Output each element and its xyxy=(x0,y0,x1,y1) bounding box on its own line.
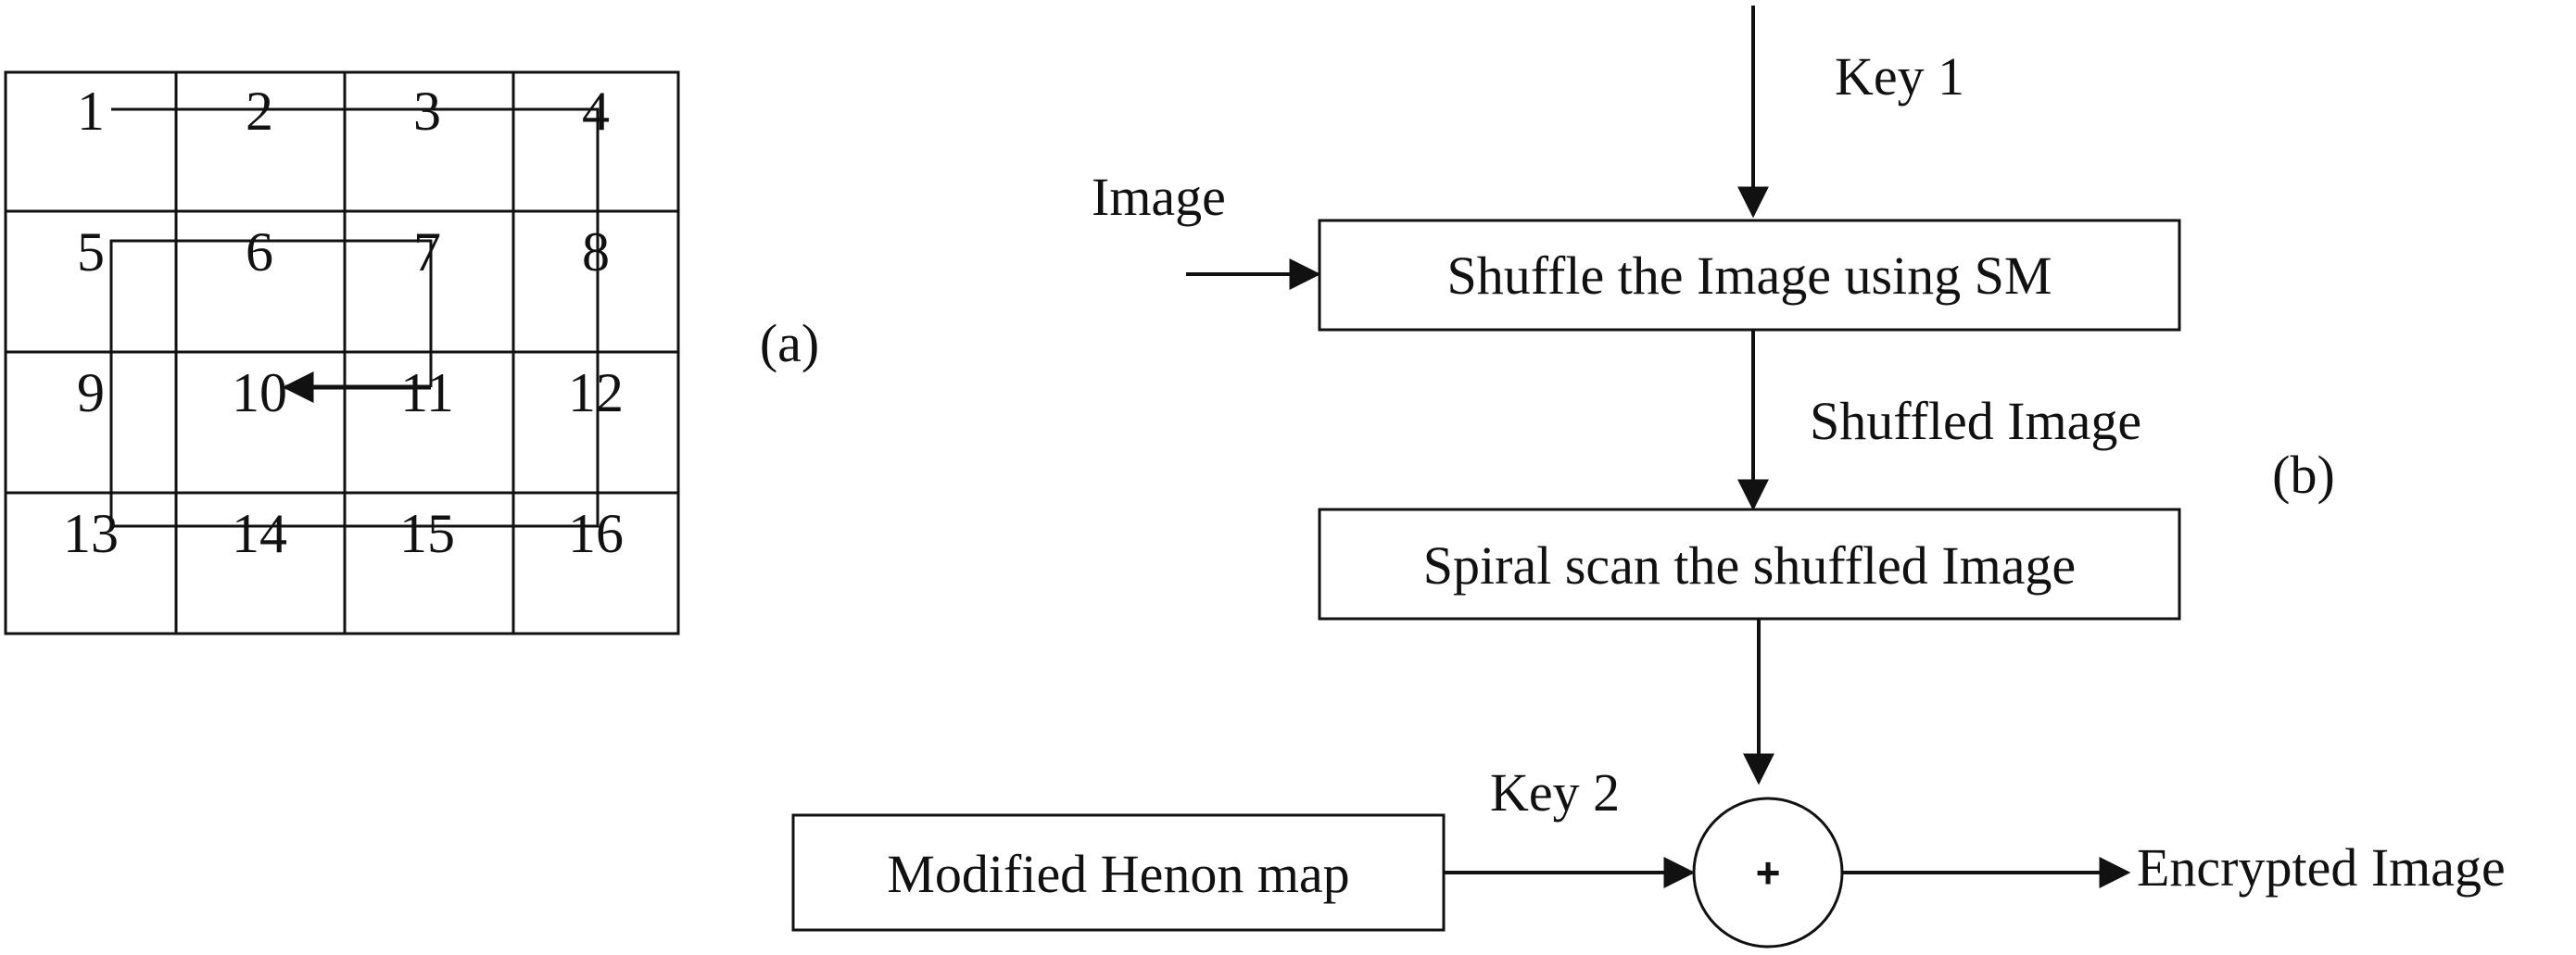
spiral-scan-box xyxy=(1318,508,2181,621)
grid-number: 12 xyxy=(568,362,624,423)
grid-number: 5 xyxy=(77,221,105,283)
spiral-scan-box-label: Spiral scan the shuffled Image xyxy=(1423,535,2076,596)
grid-number: 7 xyxy=(413,221,441,283)
panel-b-label: (b) xyxy=(2272,445,2335,505)
grid-number: 6 xyxy=(246,221,273,283)
grid-number: 1 xyxy=(77,81,105,142)
shuffle-box-label: Shuffle the Image using SM xyxy=(1447,245,2052,306)
grid-number: 13 xyxy=(63,503,119,564)
image-input-label: Image xyxy=(1092,167,1226,227)
grid-number: 2 xyxy=(246,81,273,142)
xor-symbol: + xyxy=(1756,848,1781,897)
grid-number: 4 xyxy=(582,81,610,142)
henon-map-box-label: Modified Henon map xyxy=(887,844,1349,904)
grid-number: 15 xyxy=(399,503,455,564)
grid-number: 14 xyxy=(232,503,287,564)
key1-label: Key 1 xyxy=(1835,46,1964,107)
output-label: Encrypted Image xyxy=(2137,837,2506,898)
grid-number: 16 xyxy=(568,503,624,564)
spiral-grid: 1 2 3 4 5 6 7 8 9 10 11 12 13 14 15 16 xyxy=(4,70,680,635)
grid-number: 8 xyxy=(582,221,610,283)
panel-a-label: (a) xyxy=(760,313,819,373)
shuffled-label: Shuffled Image xyxy=(1810,391,2141,451)
grid-number: 11 xyxy=(400,362,454,423)
grid-number: 9 xyxy=(77,362,105,423)
grid-number: 10 xyxy=(232,362,287,423)
shuffle-box xyxy=(1318,219,2181,332)
spiral-path xyxy=(109,107,600,528)
key2-label: Key 2 xyxy=(1490,762,1620,823)
flow-diagram: Key 1 Image Shuffle the Image using SM S… xyxy=(791,6,2506,949)
grid-number: 3 xyxy=(413,81,441,142)
